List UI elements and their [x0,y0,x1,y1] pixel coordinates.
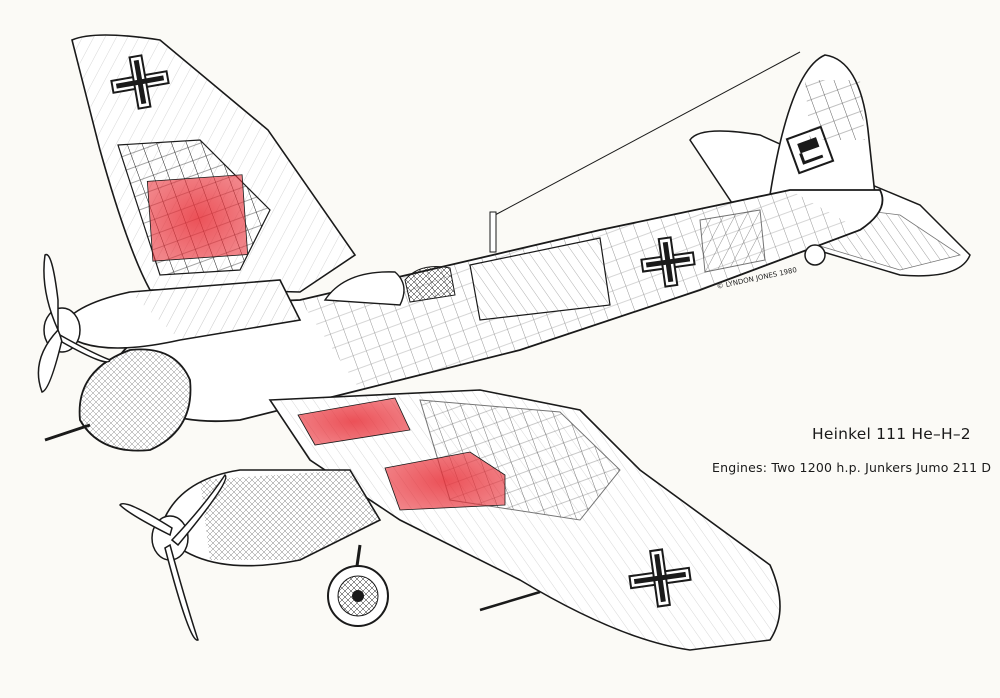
wing-cross-marking-upper [110,54,170,110]
antenna-wire [494,51,801,216]
upper-propeller [37,253,111,393]
wing-cross-marking-lower [628,548,692,608]
upper-engine-nacelle [43,279,302,353]
lower-propeller [119,473,227,641]
antenna-mast [489,211,497,253]
ventral-gun [479,590,541,612]
tail-wheel [804,244,826,266]
vertical-fin [769,54,876,196]
caption-engines: Engines: Two 1200 h.p. Junkers Jumo 211 … [712,460,992,475]
lower-engine-nacelle [151,469,382,567]
right-wing-fuel-tank [384,451,506,511]
caption-title: Heinkel 111 He–H–2 [812,425,971,443]
fuselage [119,189,884,423]
landing-gear [327,544,389,627]
nose-glazing [44,348,192,452]
fin-marking [785,125,835,175]
center-fuel-tank [297,397,411,446]
left-wing-fuel-tank [146,174,249,262]
fuselage-cross-marking [640,236,696,288]
